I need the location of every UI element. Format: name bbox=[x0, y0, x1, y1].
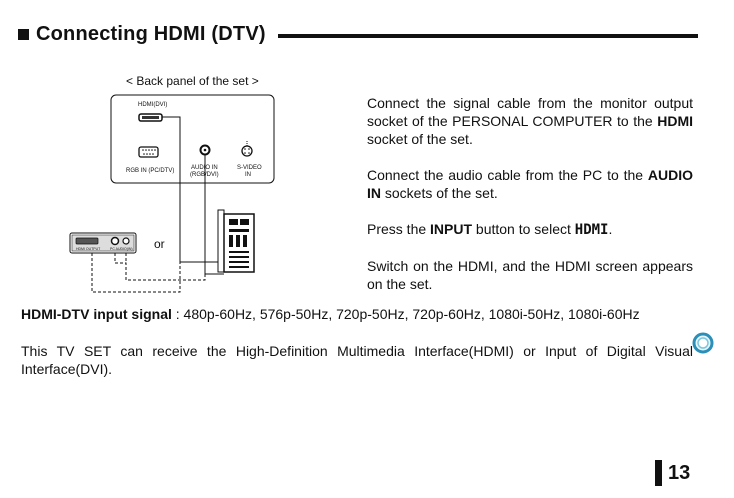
audio-in-sublabel: (RGB/DVI) bbox=[190, 172, 219, 178]
note-circle-icon bbox=[692, 332, 714, 354]
rgb-socket-label: RGB IN (PC/DTV) bbox=[126, 168, 174, 174]
instruction-steps: Connect the signal cable from the monito… bbox=[367, 94, 693, 311]
s-video-label: S-VIDEO bbox=[237, 165, 262, 171]
page-number-text: 13 bbox=[668, 461, 691, 484]
device-hdmi-dashed-cable bbox=[91, 253, 181, 293]
bullet-square-icon bbox=[18, 28, 29, 40]
page-title: Connecting HDMI (DTV) bbox=[36, 22, 266, 45]
step-4: Switch on the HDMI, and the HDMI screen … bbox=[367, 258, 693, 292]
hdmi-socket-label: HDMI(DVI) bbox=[138, 102, 167, 108]
page-number-bar bbox=[655, 460, 662, 486]
audio-in-label: AUDIO IN bbox=[191, 165, 218, 171]
connection-diagram: HDMI(DVI) RGB IN (PC/DTV) AUDIO IN (RGB/… bbox=[69, 94, 275, 293]
step-1: Connect the signal cable from the monito… bbox=[367, 95, 693, 147]
input-signal-values: : 480p-60Hz, 576p-50Hz, 720p-50Hz, 720p-… bbox=[171, 306, 640, 322]
or-label: or bbox=[154, 237, 165, 251]
device-hdmi-output-label: HDMI OUTPUT bbox=[76, 247, 101, 251]
pc-tower-icon bbox=[217, 209, 255, 273]
device-audio-label: PC AUDIO(IN) bbox=[110, 247, 133, 251]
hdmi-cable bbox=[162, 116, 224, 263]
page-number: 13 bbox=[655, 460, 690, 486]
step-2: Connect the audio cable from the PC to t… bbox=[367, 167, 693, 201]
section-heading: Connecting HDMI (DTV) bbox=[18, 20, 698, 48]
device-audio-dashed-cable bbox=[115, 262, 206, 281]
heading-rule bbox=[277, 34, 698, 38]
step-3: Press the INPUT button to select HDMI. bbox=[367, 221, 613, 238]
description-text: This TV SET can receive the High-Definit… bbox=[21, 343, 693, 377]
rgb-socket-icon bbox=[138, 146, 159, 158]
back-panel-caption: < Back panel of the set > bbox=[126, 74, 259, 88]
s-video-socket-icon bbox=[241, 145, 253, 157]
input-signal-label: HDMI-DTV input signal bbox=[21, 306, 172, 322]
s-video-sublabel: IN bbox=[245, 172, 251, 178]
hdmi-output-device: HDMI OUTPUT PC AUDIO(IN) bbox=[69, 232, 137, 254]
input-signal-line: HDMI-DTV input signal : 480p-60Hz, 576p-… bbox=[21, 306, 640, 322]
